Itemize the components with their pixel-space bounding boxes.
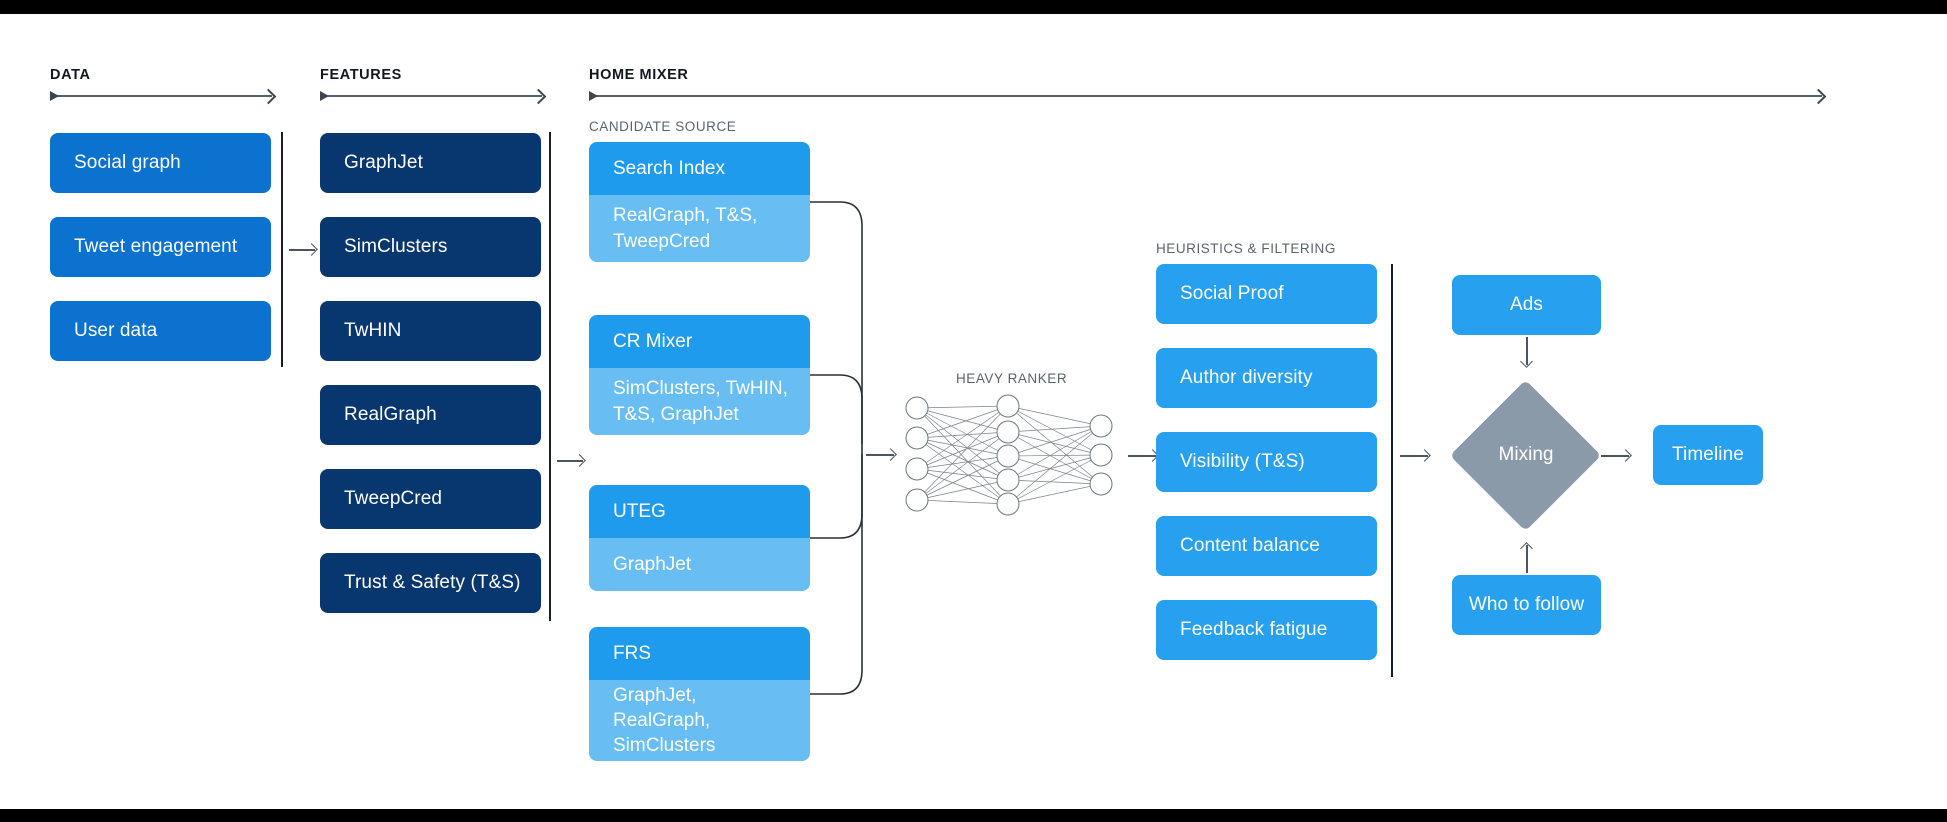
output-box-label: Ads (1509, 294, 1544, 315)
feature-box-label: TweepCred (344, 488, 443, 509)
candidate-source-title: FRS (589, 627, 810, 680)
feature-box-simclusters[interactable]: SimClusters (320, 217, 541, 277)
data-box-user-data[interactable]: User data (50, 301, 271, 361)
heuristic-box-label: Author diversity (1180, 367, 1313, 388)
feature-box-label: TwHIN (344, 320, 402, 341)
heuristic-box-label: Feedback fatigue (1180, 619, 1328, 640)
heuristic-box-feedback-fatigue[interactable]: Feedback fatigue (1156, 600, 1377, 660)
heuristic-box-label: Social Proof (1180, 283, 1284, 304)
arrow-mixing-to-timeline (1601, 455, 1629, 457)
connector-search-index (810, 201, 863, 434)
candidate-source-card-search-index[interactable]: Search Index RealGraph, T&S, TweepCred (589, 142, 810, 262)
candidate-source-features: GraphJet (589, 538, 810, 591)
divider-data-features (281, 132, 283, 367)
feature-box-trust-safety[interactable]: Trust & Safety (T&S) (320, 553, 541, 613)
subheader-candidate-source: CANDIDATE SOURCE (589, 119, 737, 134)
data-box-label: User data (74, 320, 158, 341)
connector-cr-mixer (810, 374, 863, 444)
arrow-data-to-features (289, 249, 315, 251)
data-box-social-graph[interactable]: Social graph (50, 133, 271, 193)
data-box-tweet-engagement[interactable]: Tweet engagement (50, 217, 271, 277)
section-header-features: FEATURES (320, 67, 402, 83)
heuristic-box-label: Content balance (1180, 535, 1320, 556)
section-header-data: DATA (50, 67, 91, 83)
connector-uteg (810, 454, 863, 539)
subheader-heavy-ranker: HEAVY RANKER (956, 371, 1068, 386)
output-box-timeline[interactable]: Timeline (1653, 425, 1763, 485)
divider-features-candidates (549, 132, 551, 621)
heavy-ranker-network (905, 394, 1113, 516)
candidate-source-title: UTEG (589, 485, 810, 538)
section-rule-features (320, 91, 542, 101)
arrow-ads-to-mixing (1526, 337, 1528, 365)
feature-box-tweepcred[interactable]: TweepCred (320, 469, 541, 529)
candidate-source-features: RealGraph, T&S, TweepCred (589, 195, 810, 262)
connector-frs (810, 474, 863, 695)
letterbox-top (0, 0, 1947, 14)
candidate-source-card-uteg[interactable]: UTEG GraphJet (589, 485, 810, 591)
arrow-who-to-follow-to-mixing (1526, 545, 1528, 573)
diagram-canvas: DATA FEATURES HOME MIXER Social graph Tw… (0, 14, 1947, 809)
feature-box-label: RealGraph (344, 404, 437, 425)
candidate-source-title: Search Index (589, 142, 810, 195)
feature-box-realgraph[interactable]: RealGraph (320, 385, 541, 445)
candidate-source-card-cr-mixer[interactable]: CR Mixer SimClusters, TwHIN, T&S, GraphJ… (589, 315, 810, 435)
data-box-label: Tweet engagement (74, 236, 238, 257)
section-header-home-mixer: HOME MIXER (589, 67, 689, 83)
output-box-ads[interactable]: Ads (1452, 275, 1601, 335)
heuristic-box-social-proof[interactable]: Social Proof (1156, 264, 1377, 324)
heuristic-box-label: Visibility (T&S) (1180, 451, 1305, 472)
data-box-label: Social graph (74, 152, 181, 173)
mixing-label: Mixing (1498, 444, 1554, 465)
feature-box-label: Trust & Safety (T&S) (344, 572, 521, 593)
output-box-who-to-follow[interactable]: Who to follow (1452, 575, 1601, 635)
feature-box-twhin[interactable]: TwHIN (320, 301, 541, 361)
feature-box-graphjet[interactable]: GraphJet (320, 133, 541, 193)
output-box-label: Who to follow (1468, 594, 1585, 615)
feature-box-label: SimClusters (344, 236, 448, 257)
divider-heuristics-output (1391, 264, 1393, 677)
heuristic-box-content-balance[interactable]: Content balance (1156, 516, 1377, 576)
candidate-source-title: CR Mixer (589, 315, 810, 368)
subheader-heuristics: HEURISTICS & FILTERING (1156, 241, 1336, 256)
candidate-source-features: SimClusters, TwHIN, T&S, GraphJet (589, 368, 810, 435)
candidate-source-features: GraphJet, RealGraph, SimClusters (589, 680, 810, 761)
heuristic-box-author-diversity[interactable]: Author diversity (1156, 348, 1377, 408)
letterbox-bottom (0, 809, 1947, 822)
arrow-features-to-candidates (557, 460, 583, 462)
heuristic-box-visibility[interactable]: Visibility (T&S) (1156, 432, 1377, 492)
candidate-source-connectors (810, 201, 863, 695)
arrow-ranker-to-heuristics (1128, 455, 1156, 457)
candidate-source-card-frs[interactable]: FRS GraphJet, RealGraph, SimClusters (589, 627, 810, 761)
output-box-label: Timeline (1672, 444, 1744, 465)
section-rule-data (50, 91, 272, 101)
feature-box-label: GraphJet (344, 152, 423, 173)
arrow-heuristics-to-mixing (1400, 455, 1428, 457)
arrow-candidates-to-ranker (866, 454, 894, 456)
section-rule-home-mixer (589, 91, 1822, 101)
